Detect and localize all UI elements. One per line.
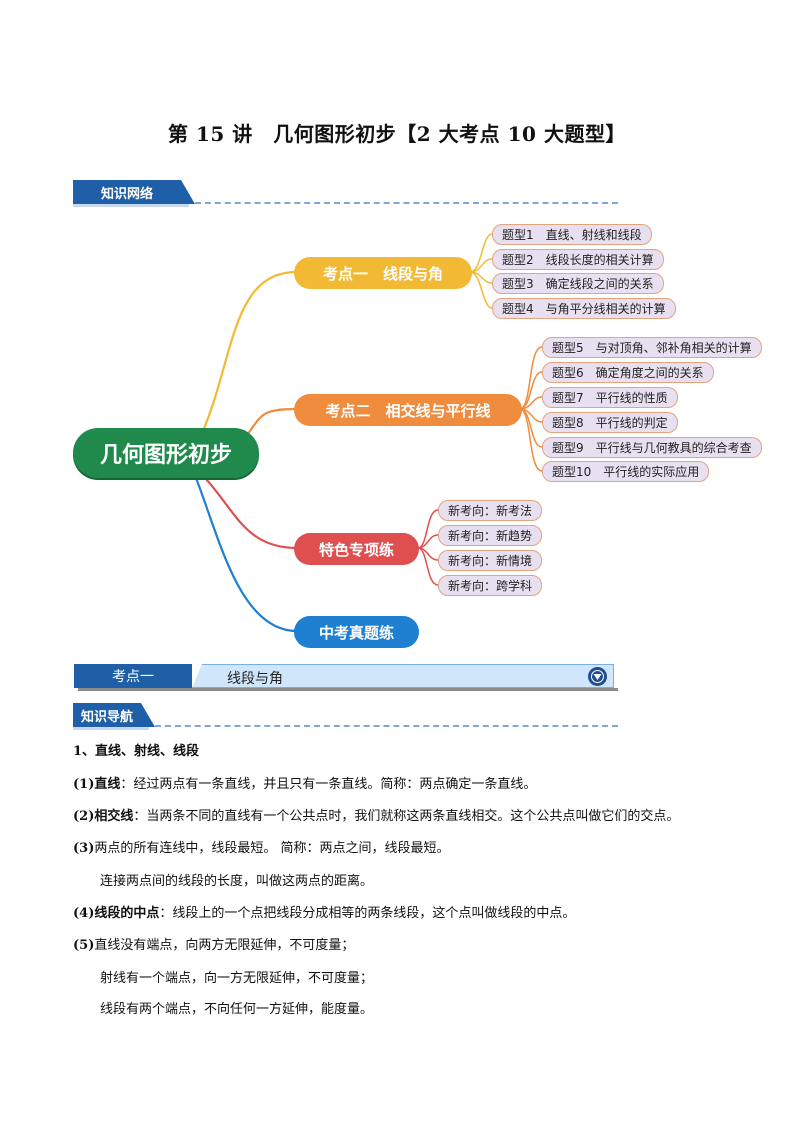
leaf-topic-10: 题型10 平行线的实际应用 — [542, 461, 710, 482]
term: (3) — [73, 841, 95, 856]
dashed-divider — [195, 202, 618, 204]
dashed-divider — [155, 725, 618, 727]
branch-special-practice: 特色专项练 — [294, 533, 419, 565]
collapse-chevron-icon[interactable] — [588, 667, 607, 686]
leaf-new-direction-1: 新考向：新考法 — [438, 500, 543, 521]
definition: ：线段上的一个点把线段分成相等的两条线段，这个点叫做线段的中点。 — [159, 906, 576, 921]
bar-shadow — [78, 688, 618, 691]
section-tab-knowledge-nav: 知识导航 — [73, 703, 618, 730]
leaf-topic-4: 题型4 与角平分线相关的计算 — [492, 298, 676, 319]
branch-kaodian-2: 考点二 相交线与平行线 — [294, 394, 522, 426]
term: (1)直线 — [73, 777, 121, 792]
leaf-topic-2: 题型2 线段长度的相关计算 — [492, 249, 664, 270]
mind-map-connectors — [194, 233, 543, 633]
page-title: 第 15 讲 几何图形初步【2 大考点 10 大题型】 — [168, 122, 626, 146]
content-paragraph-2: (2)相交线：当两条不同的直线有一个公共点时，我们就称这两条直线相交。这个公共点… — [73, 805, 679, 824]
leaf-topic-6: 题型6 确定角度之间的关系 — [542, 362, 714, 383]
term: (4)线段的中点 — [73, 906, 160, 921]
kaodian-label: 考点一 — [74, 664, 192, 688]
content-paragraph-3b: 连接两点间的线段的长度，叫做这两点的距离。 — [100, 874, 374, 889]
kaodian-header-bar: 考点一 线段与角 — [74, 664, 618, 691]
content-paragraph-5b: 射线有一个端点，向一方无限延伸，不可度量； — [100, 971, 374, 986]
leaf-topic-7: 题型7 平行线的性质 — [542, 387, 678, 408]
section-tab-label: 知识导航 — [81, 710, 134, 725]
leaf-topic-1: 题型1 直线、射线和线段 — [492, 224, 652, 245]
leaf-new-direction-2: 新考向：新趋势 — [438, 525, 543, 546]
kaodian-title-panel: 线段与角 — [192, 664, 614, 688]
term: (2)相交线 — [73, 809, 134, 824]
section-tab-label: 知识网络 — [101, 187, 154, 202]
leaf-topic-9: 题型9 平行线与几何教具的综合考查 — [542, 437, 762, 458]
content-heading: 1、直线、射线、线段 — [73, 744, 200, 759]
branch-exam-practice: 中考真题练 — [294, 616, 419, 648]
leaf-topic-5: 题型5 与对顶角、邻补角相关的计算 — [542, 337, 762, 358]
leaf-new-direction-3: 新考向：新情境 — [438, 550, 543, 571]
branch-kaodian-1: 考点一 线段与角 — [294, 257, 472, 289]
content-paragraph-1: (1)直线：经过两点有一条直线，并且只有一条直线。简称：两点确定一条直线。 — [73, 773, 536, 792]
definition: ：当两条不同的直线有一个公共点时，我们就称这两条直线相交。这个公共点叫做它们的交… — [133, 809, 680, 824]
content-paragraph-5c: 线段有两个端点，不向任何一方延伸，能度量。 — [100, 1002, 374, 1017]
mind-map-root: 几何图形初步 — [73, 428, 259, 478]
content-paragraph-3: (3)两点的所有连线中，线段最短。 简称：两点之间，线段最短。 — [73, 837, 450, 856]
leaf-topic-3: 题型3 确定线段之间的关系 — [492, 273, 664, 294]
leaf-topic-8: 题型8 平行线的判定 — [542, 412, 678, 433]
mind-map: 几何图形初步 考点一 线段与角 考点二 相交线与平行线 特色专项练 中考真题练 … — [0, 210, 794, 660]
term: (5) — [73, 938, 95, 953]
kaodian-title: 线段与角 — [227, 671, 283, 687]
definition: ：经过两点有一条直线，并且只有一条直线。简称：两点确定一条直线。 — [120, 777, 537, 792]
leaf-new-direction-4: 新考向：跨学科 — [438, 575, 543, 596]
definition: 两点的所有连线中，线段最短。 简称：两点之间，线段最短。 — [94, 841, 450, 856]
content-paragraph-5: (5)直线没有端点，向两方无限延伸，不可度量； — [73, 934, 354, 953]
content-paragraph-4: (4)线段的中点：线段上的一个点把线段分成相等的两条线段，这个点叫做线段的中点。 — [73, 902, 575, 921]
definition: 直线没有端点，向两方无限延伸，不可度量； — [94, 938, 355, 953]
section-tab-knowledge-network: 知识网络 — [73, 180, 618, 207]
